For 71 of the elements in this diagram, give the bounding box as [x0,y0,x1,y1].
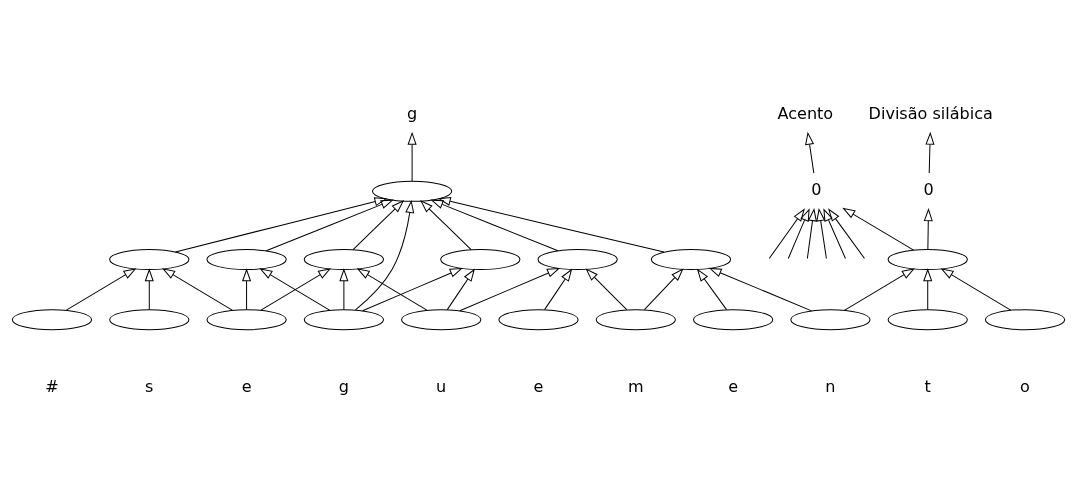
arrow [805,132,815,174]
arrow [144,269,154,311]
node-label: e [728,376,739,396]
arrow [800,209,817,259]
arrow [925,132,935,174]
node-label: n [825,376,836,396]
arrow [431,199,559,252]
arrow [941,268,1012,311]
arrow [844,268,915,311]
arrow [407,132,417,182]
arrow [923,269,933,311]
node-text: g [407,103,418,123]
arrow [709,267,813,312]
node-circle [650,249,732,271]
arrow [787,209,810,259]
node-text: Acento [777,103,834,123]
node-circle [498,309,579,331]
node-label: m [627,376,644,396]
node-circle [11,309,93,331]
node-circle [303,249,384,271]
arrow [823,209,865,259]
arrow [697,269,728,311]
node-circle [595,309,676,331]
arrow [355,200,415,311]
node-label: e [533,376,544,396]
node-label: # [45,376,59,396]
node-label: t [924,376,931,396]
arrow [339,269,349,311]
arrow [459,268,560,312]
node-label: o [1020,376,1030,396]
arrow [174,197,387,253]
node-circle [206,249,287,271]
node-circle [790,309,871,331]
arrow [352,200,404,251]
arrow [65,268,136,311]
node-circle [206,309,287,331]
arrow [823,209,846,259]
arrow [162,268,233,311]
arrow [438,197,665,253]
node-label: u [436,376,447,396]
arrow [843,207,915,251]
node-circle [537,249,618,271]
node-circle [303,309,384,331]
arrow [446,269,475,311]
arrow [260,268,331,311]
arrow [420,200,472,251]
node-circle [887,249,968,271]
node-label: e [241,376,252,396]
node-circle [984,309,1066,331]
arrow [585,268,628,311]
node-circle [109,249,190,271]
node-circle [109,309,190,331]
arrow [265,199,393,252]
arrow [362,268,462,312]
node-circle [693,309,774,331]
node-circle [887,309,968,331]
arrow [544,269,572,311]
arrow [816,209,833,259]
arrow [923,209,933,250]
arrow [643,268,684,311]
arrow [357,268,428,311]
node-label: s [145,376,154,396]
node-circle [440,249,521,271]
node-text: Divisão silábica [868,103,993,123]
arrow [768,209,810,259]
node-text: 0 [923,180,934,200]
node-circle [401,309,482,331]
node-text: 0 [811,180,822,200]
arrow [242,269,251,311]
node-circle [372,180,453,202]
node-label: g [338,376,349,396]
